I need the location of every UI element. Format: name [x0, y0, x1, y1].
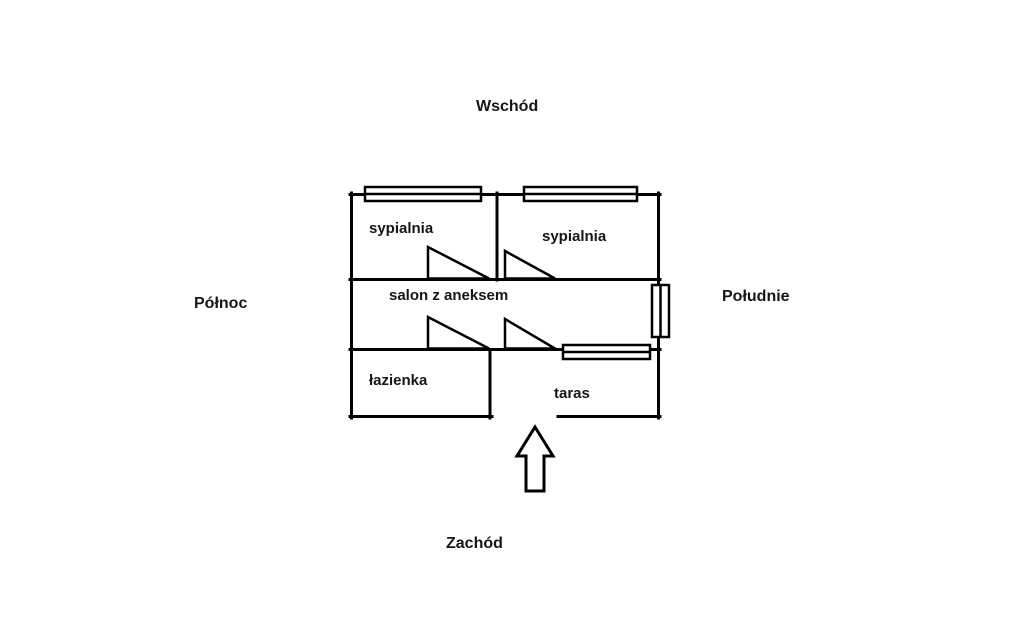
compass-east-label: Wschód — [476, 98, 539, 115]
door-bedroom-left-icon — [426, 244, 490, 280]
door-terrace-icon — [503, 316, 560, 350]
room-label-bedroom-left: sypialnia — [369, 220, 434, 237]
compass-west-label: Zachód — [446, 535, 503, 552]
room-label-bathroom: łazienka — [369, 372, 428, 389]
room-label-terrace: taras — [554, 385, 590, 402]
compass-south-label: Południe — [722, 288, 790, 305]
door-bathroom-icon — [426, 314, 490, 350]
door-bedroom-right-icon — [503, 248, 556, 280]
compass-north-label: Północ — [194, 295, 248, 312]
room-label-living-room: salon z aneksem — [389, 287, 509, 304]
room-label-bedroom-right: sypialnia — [542, 228, 607, 245]
entrance-arrow-icon — [514, 424, 556, 493]
